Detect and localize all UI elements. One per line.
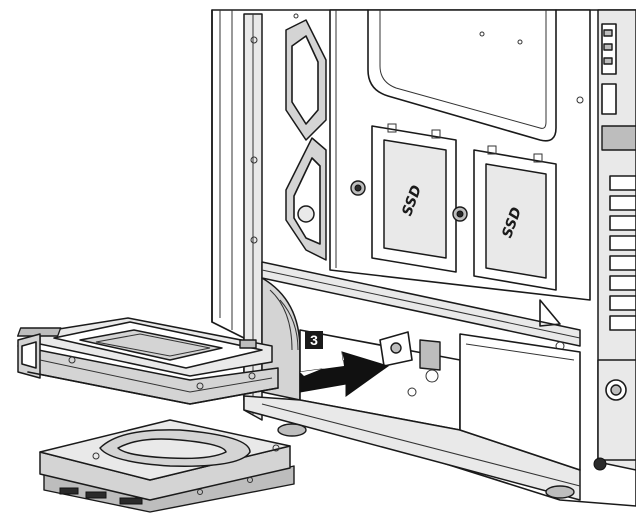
right-arrow-icon xyxy=(299,351,390,397)
psu-shroud xyxy=(459,333,581,471)
tray-cutout xyxy=(367,9,557,142)
ssd-bracket-right: SSD xyxy=(452,145,557,291)
step-number: 3 xyxy=(310,332,318,348)
hdd-tray xyxy=(16,317,279,405)
bay-latch xyxy=(419,339,441,371)
step-badge: 3 xyxy=(305,331,323,349)
chassis-foot xyxy=(545,485,575,499)
psu-bay xyxy=(597,359,636,461)
chassis-foot xyxy=(277,423,307,437)
expansion-slots xyxy=(609,175,636,331)
ssd-bracket-left: SSD xyxy=(350,123,457,273)
hard-disk-drive xyxy=(39,419,295,513)
step-badge-box xyxy=(305,331,323,349)
